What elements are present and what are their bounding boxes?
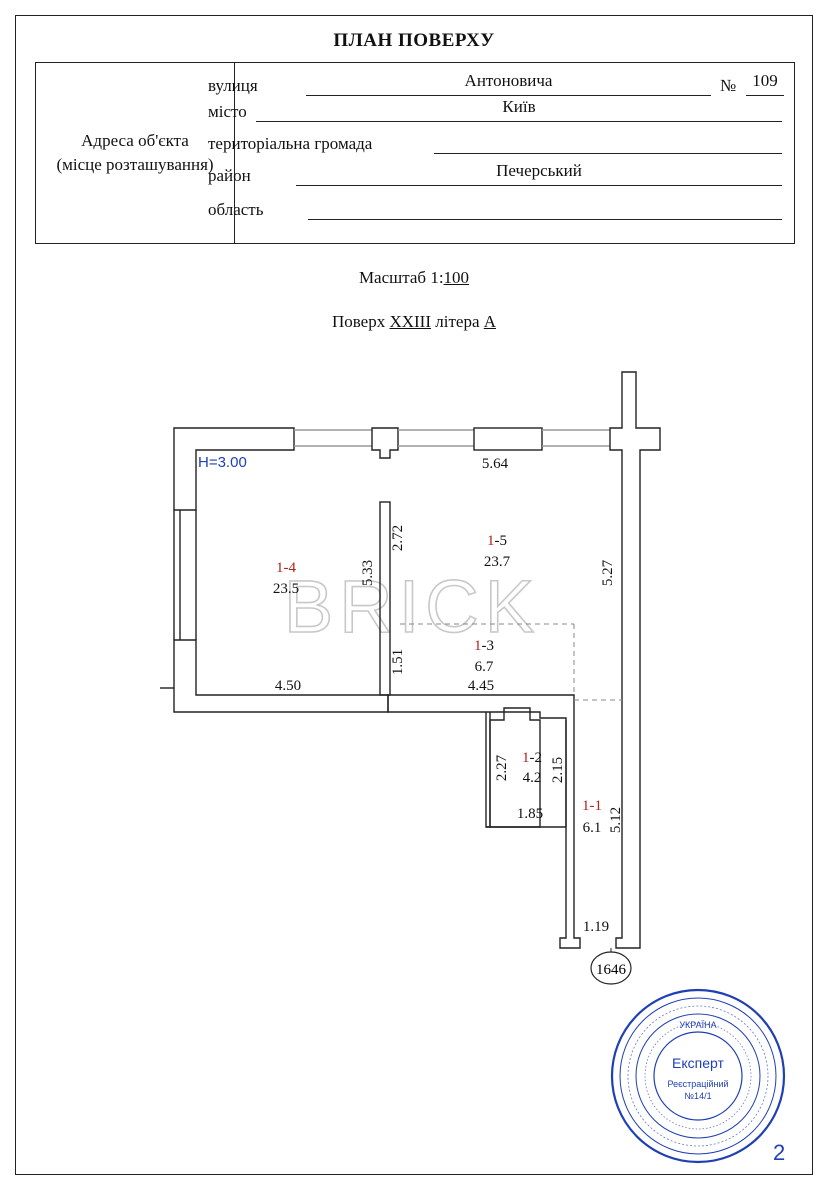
room-1-5-id: 1-5 [487,533,507,549]
dim-5-64: 5.64 [482,456,509,472]
dim-5-12: 5.12 [608,807,624,833]
room-1-1-id: 1-1 [582,798,602,814]
city-field: Київ [256,97,782,122]
room-1-4-id: 1-4 [276,560,296,576]
scale-label: Масштаб 1: [358,268,444,287]
dim-2-27: 2.27 [494,754,510,781]
dim-1-19: 1.19 [583,919,609,935]
dim-1-85: 1.85 [517,806,543,822]
seal-ring-top: УКРАЇНА [679,1020,716,1030]
district-value: Печерський [496,161,582,180]
floor-label: Поверх [331,312,386,331]
city-row: місто Київ [208,97,788,124]
floor-value: XXIII [389,312,432,331]
dim-2-15: 2.15 [550,757,566,783]
dim-5-27: 5.27 [600,559,616,586]
street-value: Антоновича [464,71,553,90]
seal-reg-number: №14/1 [684,1091,711,1101]
room-1-4-area: 23.5 [273,581,299,597]
inventory-circle [590,951,632,985]
walls [160,371,661,949]
district-label: район [208,166,251,185]
floor-line: Поверх XXIII літера A [0,312,828,332]
expert-seal: Експерт Реєстраційний №14/1 УКРАЇНА [610,988,786,1164]
street-row: вулиця Антоновича № 109 [208,71,788,98]
partition-vertical [379,501,391,696]
region-field [308,197,782,220]
inventory-marker: 1646 [590,948,632,985]
page-frame [15,15,813,1175]
height-note: H=3.00 [198,454,247,471]
community-row: територіальна громада [208,130,788,156]
seal-center-text: Експерт [672,1055,724,1071]
page-number: 2 [773,1140,786,1165]
number-label: № [720,76,737,95]
plan-labels: H=3.00 5.64 2.72 5.33 5.27 1.51 4.50 4.4… [198,454,624,935]
room-1-5-area: 23.7 [484,554,511,570]
wall-top-middle [473,427,543,451]
watermark-text: BRICK [284,565,540,648]
dim-4-50: 4.50 [275,678,301,694]
letter-label: літера [435,312,480,331]
dim-5-33: 5.33 [360,560,376,586]
seal-ring-3 [635,1013,761,1139]
street-label: вулиця [208,76,258,95]
wall-right [609,371,661,949]
dim-4-45: 4.45 [468,678,494,694]
seal-ring-2 [619,997,777,1155]
community-label: територіальна громада [208,134,373,153]
scale-value: 100 [443,268,470,287]
address-table: Адреса об'єкта (місце розташування) [35,62,795,244]
dim-1-51: 1.51 [390,649,406,675]
seal-sub-text: Реєстраційний [667,1079,728,1089]
street-field: Антоновича [306,71,711,96]
seal-inner-ring [653,1031,743,1121]
inventory-number: 1646 [596,962,627,978]
wall-corridor [387,694,581,949]
address-heading-line2: (місце розташування) [56,155,214,174]
seal-outer-ring [610,988,786,1164]
dim-2-72: 2.72 [390,525,406,551]
region-label: область [208,200,264,219]
letter-value: A [483,312,497,331]
address-heading-line1: Адреса об'єкта [81,131,189,150]
number-value: 109 [752,71,778,90]
page-title: ПЛАН ПОВЕРХУ [333,30,495,51]
wall-column-top [371,427,399,459]
dashed-lines [400,623,622,701]
scale-line: Масштаб 1:100 [0,268,828,288]
room-1-2-id: 1-2 [522,750,542,766]
room-1-2-area: 4.2 [523,770,542,786]
district-field: Печерський [296,161,782,186]
community-field [434,131,782,154]
room-1-1-area: 6.1 [583,820,602,836]
room-1-3-area: 6.7 [475,659,494,675]
wall-left-lower [173,639,389,713]
city-value: Київ [502,97,536,116]
district-row: район Печерський [208,161,788,188]
address-heading: Адреса об'єкта (місце розташування) [36,63,235,243]
city-label: місто [208,102,247,121]
region-row: область [208,196,788,222]
number-field: 109 [746,71,784,96]
room-1-3-id: 1-3 [474,638,494,654]
